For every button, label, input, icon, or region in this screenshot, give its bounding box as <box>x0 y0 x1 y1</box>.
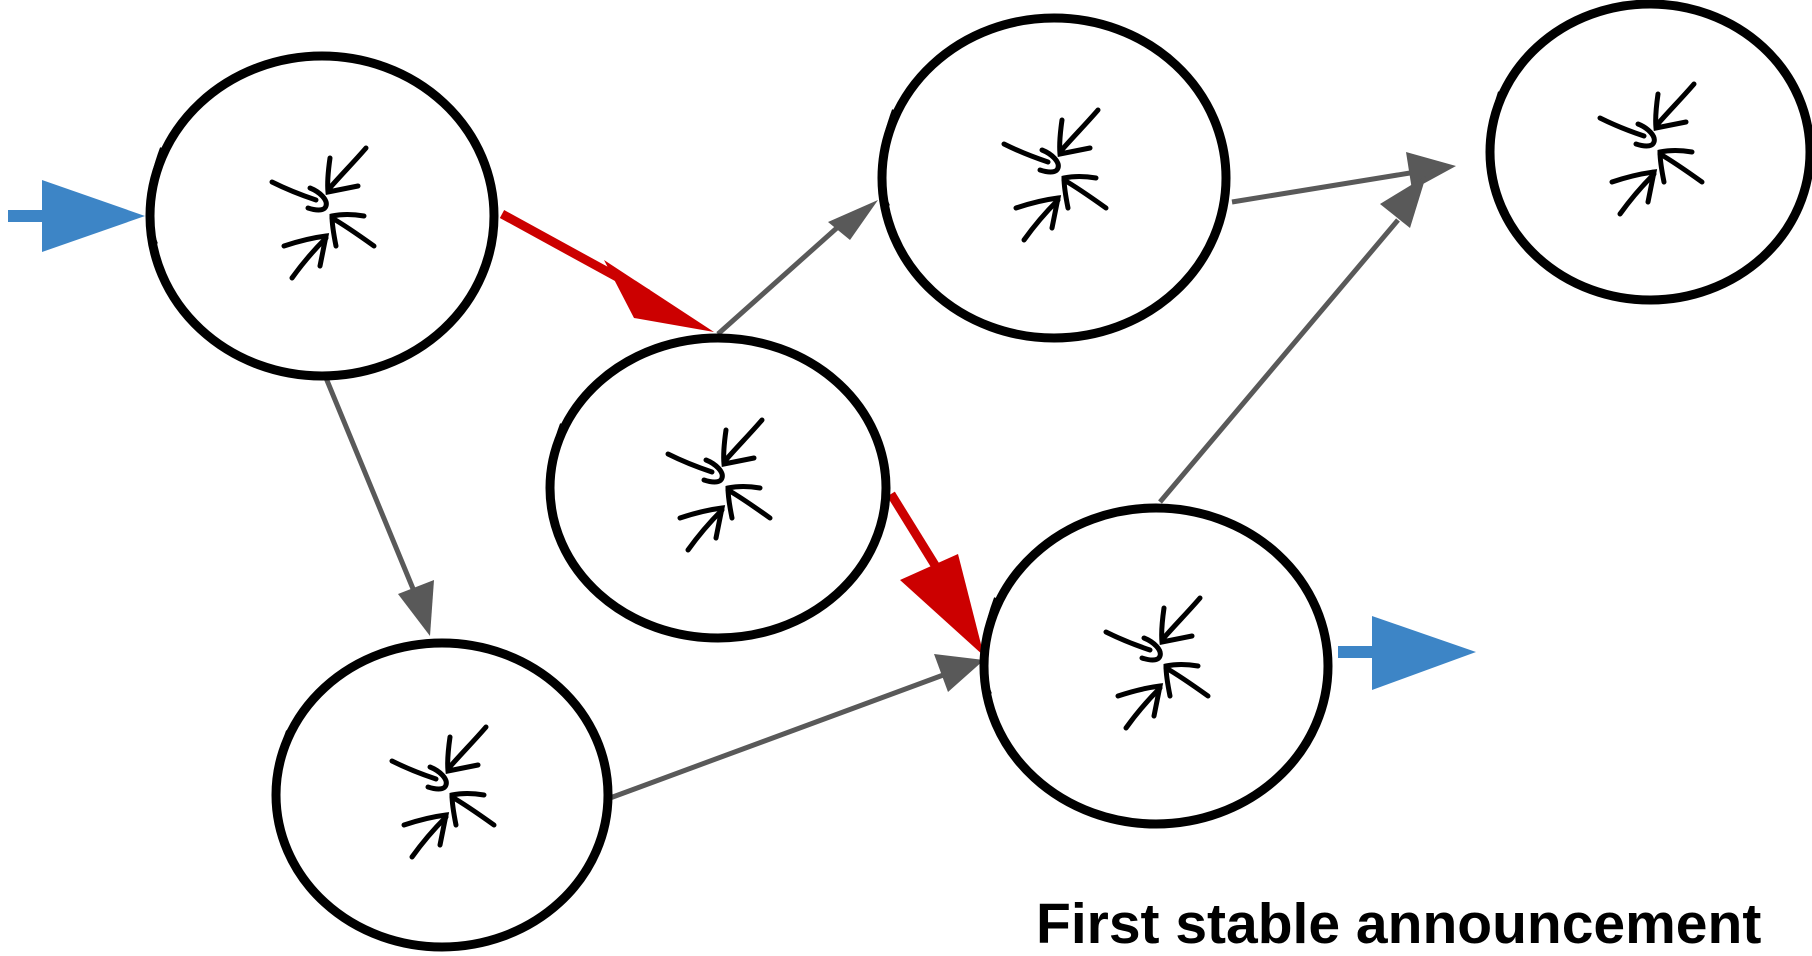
output-arrow <box>1338 616 1476 690</box>
router-node-r5 <box>271 638 613 952</box>
input-arrow <box>8 180 145 252</box>
edge-r3-r2 <box>716 200 878 336</box>
edge-highlighted-r3-r6 <box>887 491 984 656</box>
router-node-r2 <box>877 13 1231 343</box>
router-node-r3 <box>545 333 891 643</box>
diagram-caption: First stable announcement <box>1036 892 1762 956</box>
edge-highlighted-r1-r3 <box>499 210 714 332</box>
router-node-r4 <box>1485 0 1812 305</box>
edge-r5-r6 <box>609 654 984 801</box>
edge-r6-r4 <box>1158 176 1426 504</box>
edge-r2-r4 <box>1231 152 1456 205</box>
edge-r1-r5 <box>323 377 434 636</box>
router-node-r1 <box>145 51 499 381</box>
router-node-r6 <box>979 503 1333 829</box>
